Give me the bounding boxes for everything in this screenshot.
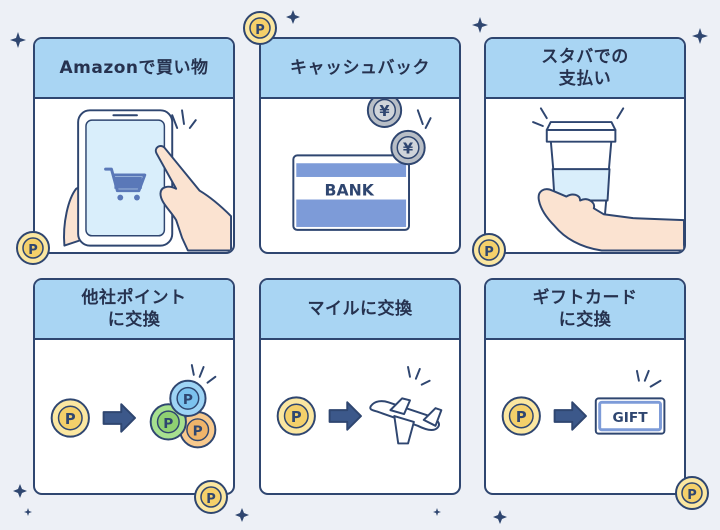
card-starbucks-payment: スタバでの 支払い (484, 37, 686, 254)
card-amazon-shopping: Amazonで買い物 (33, 37, 235, 254)
card-title: マイルに交換 (307, 299, 413, 319)
coin-letter: P (516, 409, 527, 426)
card-cashback: キャッシュバック BANK ¥ ¥ (259, 37, 461, 254)
coin-letter: P (183, 392, 193, 408)
coin-letter: P (65, 411, 76, 428)
airplane-icon: P (276, 366, 443, 445)
bank-card-yen-icon: BANK ¥ ¥ (292, 99, 432, 231)
coin-letter: P (163, 416, 173, 432)
bank-text: BANK (325, 181, 375, 200)
card-header: マイルに交換 (261, 280, 459, 340)
coin-letter: P (193, 424, 203, 440)
card-header: ギフトカード に交換 (486, 280, 684, 340)
points-exchange-icon: P P P P (50, 364, 217, 449)
card-title: スタバでの (541, 47, 629, 67)
gift-text: GIFT (613, 410, 649, 426)
coffee-cup-icon (532, 107, 684, 252)
card-header: 他社ポイント に交換 (35, 280, 233, 340)
svg-text:P: P (255, 23, 265, 38)
card-title: 他社ポイント (81, 288, 187, 308)
card-header: スタバでの 支払い (486, 39, 684, 99)
card-title: ギフトカード (532, 288, 638, 308)
card-other-points-exchange: 他社ポイント に交換 P P P P (33, 278, 235, 495)
card-mile-exchange: マイルに交換 P (259, 278, 461, 495)
card-title: に交換 (107, 310, 161, 330)
card-title: に交換 (558, 310, 612, 330)
svg-text:P: P (687, 488, 697, 503)
yen-symbol: ¥ (403, 140, 414, 157)
gift-card-icon: P GIFT (501, 369, 666, 436)
coin-letter: P (291, 409, 302, 426)
card-header: キャッシュバック (261, 39, 459, 99)
yen-symbol: ¥ (379, 103, 390, 120)
card-title: 支払い (558, 69, 612, 89)
card-header: Amazonで買い物 (35, 39, 233, 99)
card-gift-card-exchange: ギフトカード に交換 P GIFT (484, 278, 686, 495)
card-title: キャッシュバック (290, 58, 430, 78)
card-title: Amazonで買い物 (59, 58, 209, 78)
smartphone-cart-icon (63, 109, 233, 252)
